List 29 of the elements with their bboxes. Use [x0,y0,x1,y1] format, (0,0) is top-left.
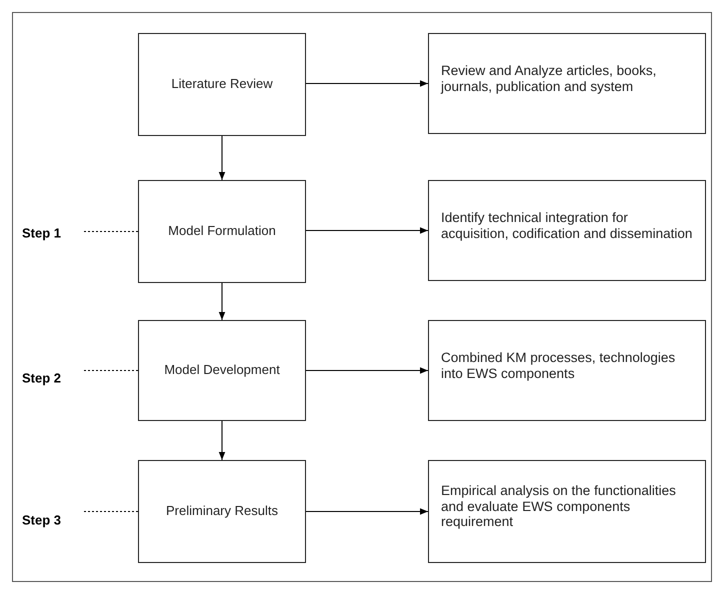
process-box [138,320,306,421]
description-text: Review and Analyze articles, books, journals, publication and system [441,62,658,94]
process-label: Model Formulation [168,224,276,239]
process-box [138,180,306,283]
process-label: Preliminary Results [166,504,278,519]
description-box [428,320,706,421]
description-box [428,460,706,563]
arrow [306,227,428,234]
process-label: Model Development [164,363,280,378]
arrow [306,508,428,515]
description-text: Empirical analysis on the functionalities and evaluate EWS components requirement [441,483,677,530]
process-box [138,33,306,136]
dotted-leader-line [84,231,138,232]
arrow [218,136,226,180]
step-label: Step 2 [22,370,62,386]
arrow [218,282,226,320]
process-label: Literature Review [171,77,273,92]
dotted-leader-line [84,511,138,512]
description-box [428,33,706,134]
step-label: Step 1 [22,226,62,240]
dotted-leader-line [84,370,138,371]
arrow [306,80,428,87]
process-box [138,460,306,563]
description-box [428,180,706,281]
description-text: Identify technical integration for acquisition, codification and dissemination [441,210,694,242]
step-label: Step 3 [22,512,62,528]
description-text: Combined KM processes, technologies into EWS components [441,350,676,382]
arrow [218,420,226,460]
arrow [306,367,428,374]
